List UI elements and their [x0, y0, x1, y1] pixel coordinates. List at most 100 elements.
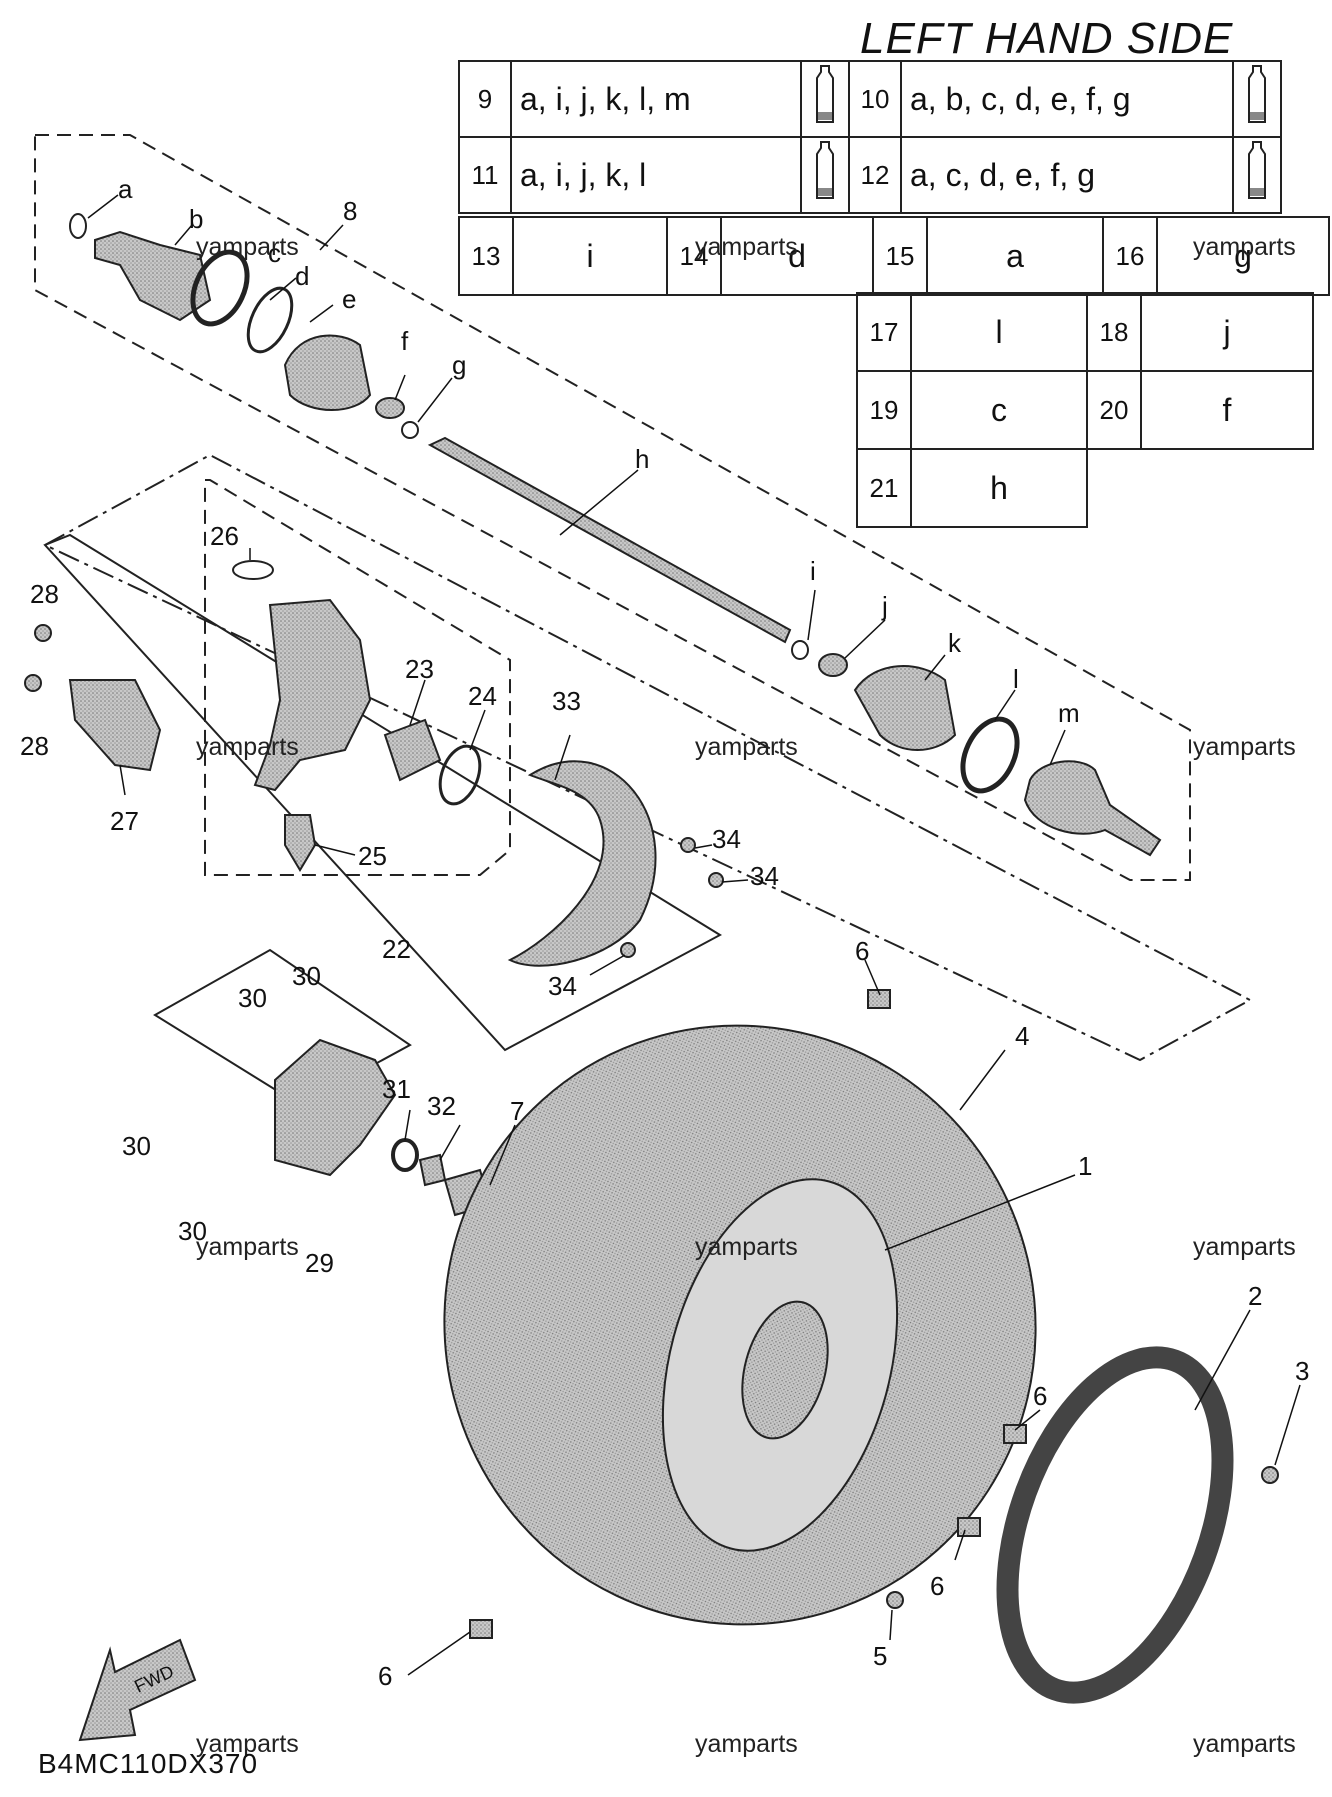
legend-codes: a: [926, 216, 1104, 296]
circlip-i: [791, 640, 809, 660]
callout-34a: 34: [712, 824, 741, 854]
callout-26: 26: [210, 521, 239, 551]
callout-m: m: [1058, 698, 1080, 728]
circlip-g: [401, 421, 419, 439]
watermark: yamparts: [695, 733, 798, 761]
callout-32: 32: [427, 1091, 456, 1121]
callout-30d: 30: [178, 1216, 207, 1246]
bolt-34a: [680, 837, 696, 853]
watermark: yamparts: [1193, 1233, 1296, 1261]
callout-h: h: [635, 444, 649, 474]
legend-num: 17: [856, 292, 912, 372]
bolt-5: [886, 1591, 904, 1609]
legend-codes: a, i, j, k, l: [510, 136, 802, 214]
callout-31: 31: [382, 1074, 411, 1104]
outer-boot-k: [853, 665, 957, 751]
diagram-code: B4MC110DX370: [38, 1748, 259, 1779]
callout-34b: 34: [750, 861, 779, 891]
legend-num: 11: [458, 136, 512, 214]
leader-lines: [87, 194, 1301, 1676]
drive-shaft-h: [427, 436, 792, 644]
legend-row: 9 a, i, j, k, l, m 10 a, b, c, d, e, f, …: [458, 60, 1282, 138]
fwd-arrow-icon: FWD: [78, 1638, 197, 1742]
callout-b: b: [189, 204, 203, 234]
steering-knuckle: [253, 598, 372, 792]
valve-cap-6b: [1003, 1424, 1027, 1444]
knuckle-group-outline: [42, 453, 1253, 1062]
callout-l: l: [1013, 664, 1019, 694]
boot-clamp-d: [246, 286, 294, 354]
boot-band-j: [818, 653, 848, 677]
callout-6-left: 6: [378, 1661, 392, 1691]
legend-row: 17 l 18 j: [856, 292, 1314, 372]
legend-num: 19: [856, 370, 912, 450]
shaft-assembly-outline: [34, 134, 1191, 881]
valve-cap-6d: [469, 1619, 493, 1639]
callout-8: 8: [343, 196, 357, 226]
callout-5: 5: [873, 1641, 887, 1671]
legend-num: 10: [848, 60, 902, 138]
legend-table-right: 17 l 18 j 19 c 20 f 21 h: [856, 292, 1314, 528]
callout-4: 4: [1015, 1021, 1029, 1051]
guard-27: [68, 679, 162, 772]
callout-30b: 30: [292, 961, 321, 991]
snap-ring-26: [232, 560, 274, 580]
bolt-34c: [620, 942, 636, 958]
legend-row: 13 i 14 d 15 a 16 g: [458, 216, 1330, 296]
legend-num: 12: [848, 136, 902, 214]
grease-tube-icon: [800, 136, 850, 214]
disc-guard-outline: [43, 533, 723, 1052]
callout-6-top: 6: [855, 936, 869, 966]
callout-27: 27: [110, 806, 139, 836]
legend-num: 13: [458, 216, 514, 296]
callout-d: d: [295, 261, 309, 291]
watermark: yamparts: [695, 1233, 798, 1261]
callout-a: a: [118, 174, 133, 204]
circlip-a: [69, 213, 87, 239]
bolt-28a: [34, 624, 52, 642]
callout-g: g: [452, 350, 466, 380]
legend-row: 21 h: [856, 448, 1313, 528]
bolt-28b: [24, 674, 42, 692]
bolt-34b: [708, 872, 724, 888]
legend-table: 9 a, i, j, k, l, m 10 a, b, c, d, e, f, …: [458, 60, 1282, 214]
outer-cv-joint-m: [1023, 760, 1162, 857]
grease-tube-icon: [1232, 136, 1282, 214]
bolt-3: [1261, 1466, 1279, 1484]
callout-3: 3: [1295, 1356, 1309, 1386]
hub-group-outline: [153, 948, 412, 1107]
boot-clamp-c: [190, 249, 250, 327]
circlip-24: [438, 744, 482, 806]
callout-29: 29: [305, 1248, 334, 1278]
callout-24: 24: [468, 681, 497, 711]
callout-1: 1: [1078, 1151, 1092, 1181]
legend-codes: a, b, c, d, e, f, g: [900, 60, 1234, 138]
disc-guard-33: [507, 760, 657, 967]
callout-2: 2: [1248, 1281, 1262, 1311]
callout-7: 7: [510, 1096, 524, 1126]
legend-row: 19 c 20 f: [856, 370, 1314, 450]
callout-6-right: 6: [1033, 1381, 1047, 1411]
callout-30a: 30: [238, 983, 267, 1013]
watermark: yamparts: [196, 1233, 299, 1261]
watermark: yamparts: [1193, 733, 1296, 761]
callout-k: k: [948, 628, 962, 658]
callout-6-lower: 6: [930, 1571, 944, 1601]
callout-c: c: [268, 238, 281, 268]
valve-cap-6a: [867, 989, 891, 1009]
watermark: yamparts: [1193, 1730, 1296, 1758]
watermark: yamparts: [695, 233, 798, 261]
callout-28b: 28: [20, 731, 49, 761]
legend-codes: f: [1140, 370, 1314, 450]
legend-codes: g: [1156, 216, 1330, 296]
boot-clamp-l: [960, 716, 1020, 794]
legend-num: 18: [1086, 292, 1142, 372]
callout-i: i: [810, 556, 816, 586]
bearing-23: [383, 718, 442, 782]
collar-32: [418, 1153, 447, 1187]
legend-codes: c: [910, 370, 1088, 450]
callout-23: 23: [405, 654, 434, 684]
callout-25: 25: [358, 841, 387, 871]
callout-22: 22: [382, 934, 411, 964]
